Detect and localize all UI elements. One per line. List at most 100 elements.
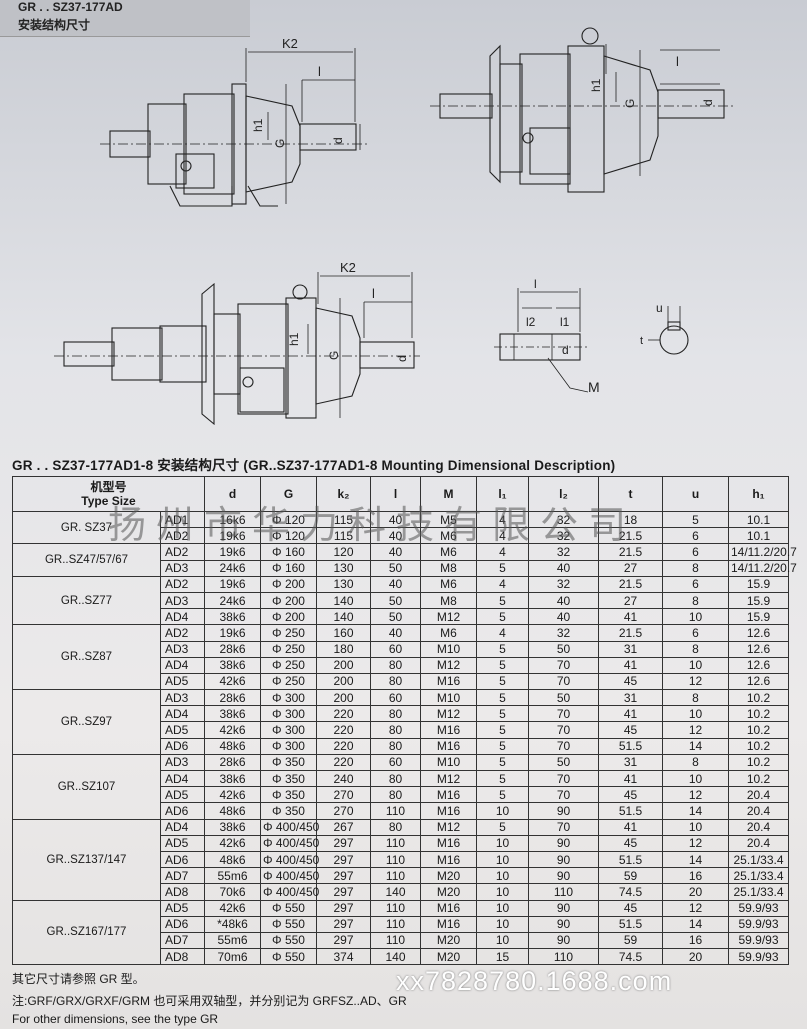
l1-cell: 5 — [476, 672, 529, 691]
l1-cell: 5 — [476, 591, 529, 610]
t-cell: 51.5 — [598, 802, 663, 820]
u-cell: 10 — [662, 818, 729, 836]
k2-cell: 115 — [316, 527, 371, 545]
m-cell: M16 — [420, 802, 477, 820]
t-cell: 27 — [598, 559, 663, 577]
u-cell: 12 — [662, 721, 729, 739]
label-d: d — [331, 137, 345, 144]
code-cell: AD6 — [160, 737, 205, 755]
l-cell: 80 — [370, 769, 421, 788]
l-cell: 50 — [370, 559, 421, 577]
d-cell: 19k6 — [204, 624, 261, 642]
url-watermark: xx7828780.1688.com — [396, 966, 673, 996]
m-cell: M16 — [420, 850, 477, 869]
l2-cell: 50 — [528, 689, 599, 707]
drawing-flange-mount: l h1 G d — [430, 27, 734, 193]
d-cell: 42k6 — [204, 721, 261, 739]
u-cell: 10 — [662, 608, 729, 626]
m-cell: M12 — [420, 705, 477, 723]
code-cell: AD5 — [160, 786, 205, 804]
footnote-1: 其它尺寸请参照 GR 型。 — [12, 972, 145, 986]
d-cell: *48k6 — [204, 915, 261, 933]
m-cell: M20 — [420, 883, 477, 901]
t-cell: 45 — [598, 899, 663, 917]
l2-cell: 40 — [528, 559, 599, 577]
code-cell: AD4 — [160, 818, 205, 836]
t-cell: 21.5 — [598, 575, 663, 593]
h1-cell: 10.2 — [728, 769, 789, 788]
l2-cell: 90 — [528, 867, 599, 885]
m-cell: M12 — [420, 608, 477, 626]
m-cell: M12 — [420, 769, 477, 788]
t-cell: 74.5 — [598, 948, 663, 966]
u-cell: 16 — [662, 931, 729, 950]
t-cell: 31 — [598, 640, 663, 658]
m-cell: M16 — [420, 672, 477, 691]
d-cell: 48k6 — [204, 850, 261, 869]
t-cell: 51.5 — [598, 737, 663, 755]
dimension-table: 机型号 Type Size d G k₂ l M l₁ l₂ t u h₁ GR… — [12, 476, 797, 966]
u-cell: 12 — [662, 786, 729, 804]
k2-cell: 270 — [316, 802, 371, 820]
k2-cell: 297 — [316, 867, 371, 885]
u-cell: 20 — [662, 883, 729, 901]
l2-cell: 50 — [528, 753, 599, 772]
m-cell: M6 — [420, 543, 477, 561]
l1-cell: 5 — [476, 786, 529, 804]
m-cell: M10 — [420, 689, 477, 707]
t-cell: 45 — [598, 834, 663, 852]
h1-cell: 25.1/33.4 — [728, 883, 789, 901]
l1-cell: 10 — [476, 867, 529, 885]
l-cell: 50 — [370, 591, 421, 610]
d-cell: 19k6 — [204, 543, 261, 561]
l-cell: 60 — [370, 640, 421, 658]
k2-cell: 374 — [316, 948, 371, 966]
u-cell: 14 — [662, 737, 729, 755]
l-cell: 60 — [370, 753, 421, 772]
u-cell: 6 — [662, 527, 729, 545]
l2-cell: 70 — [528, 818, 599, 836]
h1-cell: 20.4 — [728, 802, 789, 820]
label-t: t — [640, 335, 643, 347]
t-cell: 27 — [598, 591, 663, 610]
h1-cell: 20.4 — [728, 818, 789, 836]
g-cell: Φ 200 — [260, 575, 317, 593]
code-cell: AD5 — [160, 721, 205, 739]
h1-cell: 10.2 — [728, 721, 789, 739]
m-cell: M6 — [420, 527, 477, 545]
g-cell: Φ 250 — [260, 624, 317, 642]
l2-cell: 40 — [528, 608, 599, 626]
h1-cell: 20.4 — [728, 786, 789, 804]
l1-cell: 5 — [476, 753, 529, 772]
t-cell: 41 — [598, 705, 663, 723]
drawing-flange-mount-long: K2 l h1 G d — [54, 260, 420, 426]
d-cell: 38k6 — [204, 705, 261, 723]
d-cell: 19k6 — [204, 575, 261, 593]
t-cell: 51.5 — [598, 850, 663, 869]
t-cell: 41 — [598, 656, 663, 674]
d-cell: 70m6 — [204, 948, 261, 966]
l2-cell: 40 — [528, 591, 599, 610]
g-cell: Φ 550 — [260, 948, 317, 966]
u-cell: 12 — [662, 834, 729, 852]
g-cell: Φ 350 — [260, 802, 317, 820]
k2-cell: 130 — [316, 559, 371, 577]
label-m: M — [588, 379, 600, 395]
k2-cell: 160 — [316, 624, 371, 642]
t-cell: 51.5 — [598, 915, 663, 933]
l-cell: 80 — [370, 656, 421, 674]
u-cell: 6 — [662, 575, 729, 593]
m-cell: M12 — [420, 818, 477, 836]
l-cell: 50 — [370, 608, 421, 626]
l1-cell: 10 — [476, 883, 529, 901]
l2-cell: 32 — [528, 543, 599, 561]
